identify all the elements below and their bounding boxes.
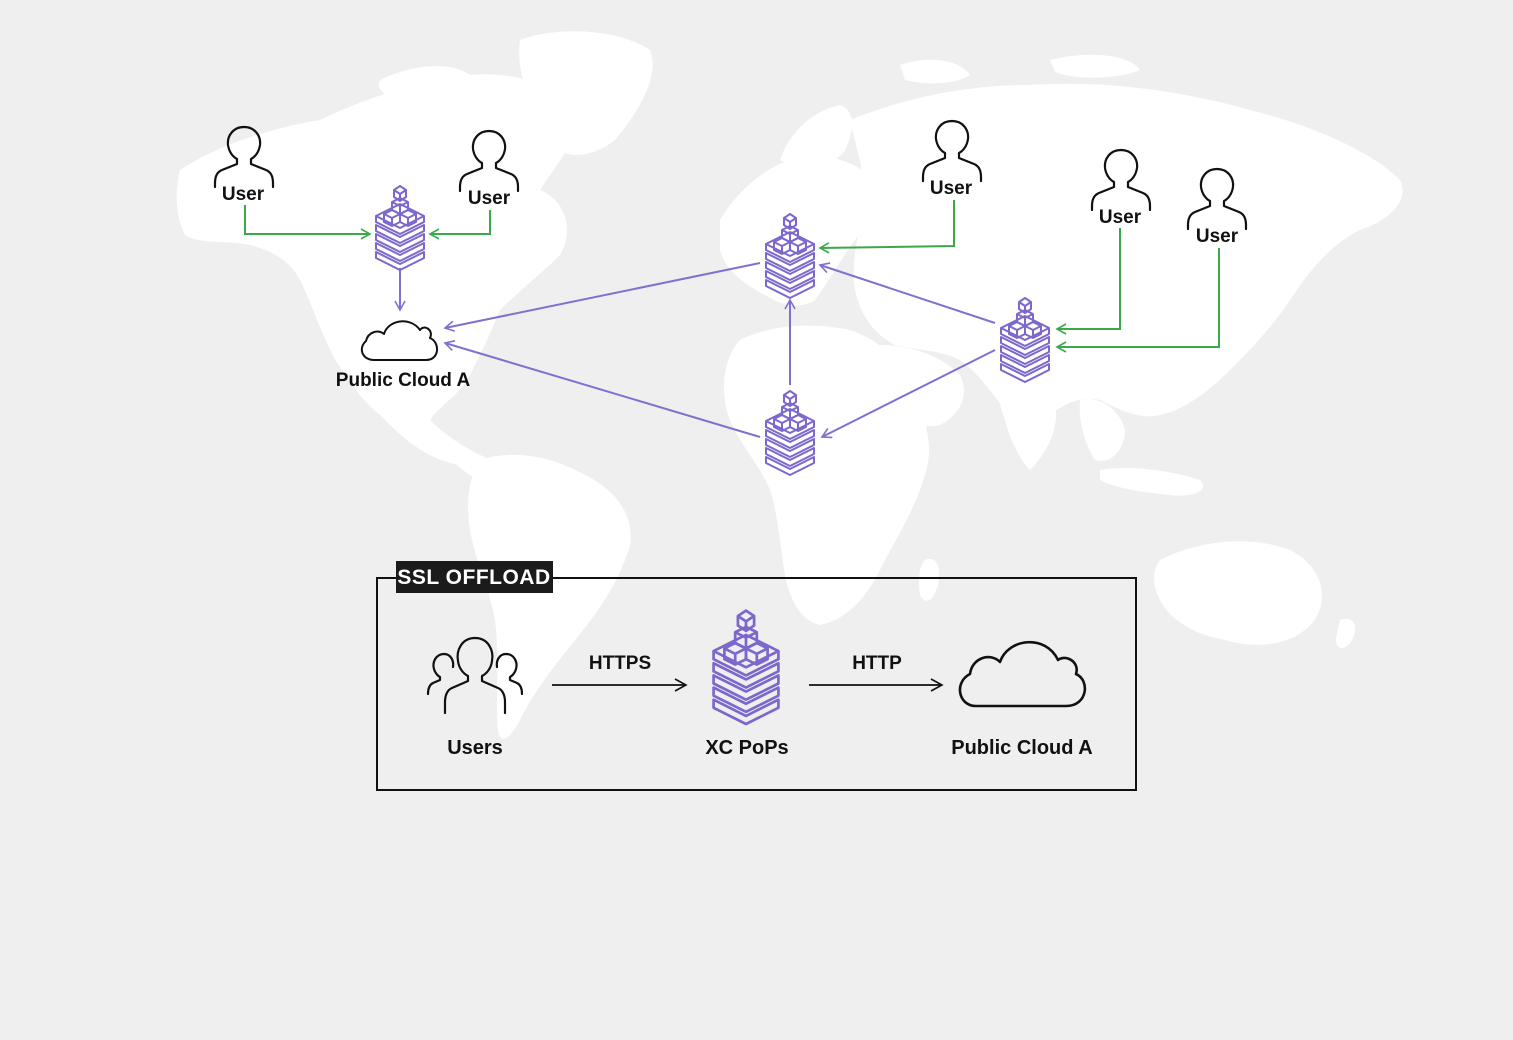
ssl-offload-panel: SSL OFFLOAD Users HTTPS XC PoPs HTTP Pub… — [376, 561, 1137, 791]
user-label: User — [1196, 226, 1239, 247]
panel-frame — [376, 577, 1137, 791]
map-user: User — [1186, 167, 1248, 247]
map-user: User — [213, 125, 275, 205]
map-user: User — [921, 119, 983, 199]
map-user: User — [458, 129, 520, 209]
users-label: Users — [447, 737, 503, 759]
link-user-5 — [1055, 248, 1220, 353]
cloud-label: Public Cloud A — [336, 370, 471, 391]
cloud-label: Public Cloud A — [951, 737, 1092, 759]
badge-bg — [396, 561, 553, 593]
user-links — [244, 200, 1220, 353]
link-pop-af-to-cloud — [443, 340, 761, 438]
user-label: User — [930, 178, 973, 199]
link-user-2 — [428, 210, 491, 240]
panel-badge: SSL OFFLOAD — [397, 566, 550, 589]
cloud-icon — [958, 640, 1087, 708]
protocol-https: HTTPS — [589, 653, 651, 674]
link-pop-as-to-pop-eu — [818, 262, 996, 324]
user-label: User — [468, 188, 511, 209]
users-group-icon — [426, 636, 524, 715]
link-pop-eu-to-cloud — [443, 262, 761, 332]
protocol-http: HTTP — [852, 653, 902, 674]
xc-pops-label: XC PoPs — [705, 737, 788, 759]
xc-pop-icon — [712, 609, 780, 726]
link-pop-as-to-pop-af — [820, 349, 996, 439]
backbone-links — [394, 262, 996, 439]
user-label: User — [222, 184, 265, 205]
link-user-1 — [244, 205, 372, 240]
link-user-4 — [1055, 228, 1121, 335]
user-label: User — [1099, 207, 1142, 228]
link-user-3 — [818, 200, 955, 254]
map-user: User — [1090, 148, 1152, 228]
